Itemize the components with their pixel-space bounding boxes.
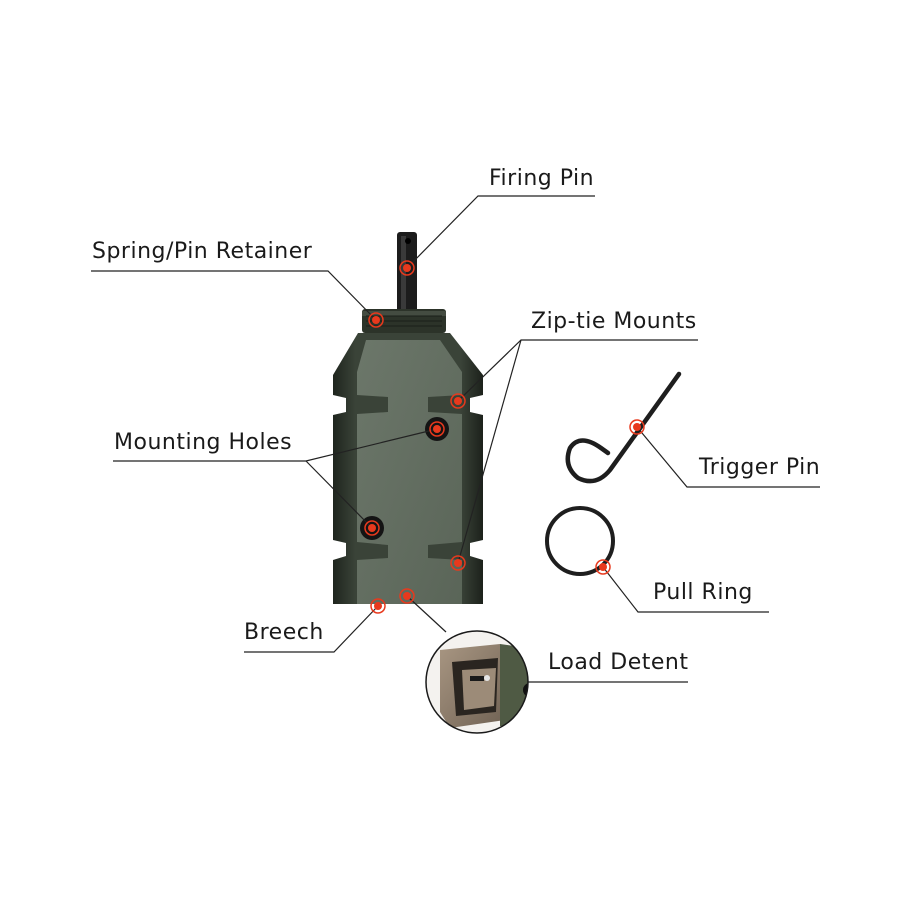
label-pull-ring: Pull Ring [653, 580, 753, 605]
label-load-detent: Load Detent [548, 650, 689, 675]
label-spring-pin-retainer: Spring/Pin Retainer [92, 239, 313, 264]
label-firing-pin: Firing Pin [489, 166, 595, 191]
pull-ring-part [545, 506, 615, 576]
marker-trigger-pin [629, 419, 645, 435]
firing-pin-part [397, 232, 417, 314]
marker-zip-bottom [450, 555, 466, 571]
marker-zip-top [450, 393, 466, 409]
marker-hole-top [429, 421, 445, 437]
marker-firing-pin [399, 260, 415, 276]
callout-markers [364, 260, 645, 614]
marker-breech [370, 598, 386, 614]
load-detent-inset [425, 630, 529, 734]
launcher-body [333, 333, 483, 604]
trigger-pin-part [565, 371, 682, 484]
marker-pull-ring [595, 559, 611, 575]
label-trigger-pin: Trigger Pin [699, 455, 821, 480]
label-breech: Breech [244, 620, 324, 645]
marker-hole-bottom [364, 520, 380, 536]
marker-load-detent [399, 588, 415, 604]
leader-lines [91, 195, 820, 683]
marker-retainer [368, 312, 384, 328]
spring-pin-retainer-part [362, 309, 446, 333]
label-mounting-holes: Mounting Holes [114, 430, 293, 455]
label-zip-tie-mounts: Zip-tie Mounts [531, 309, 697, 334]
